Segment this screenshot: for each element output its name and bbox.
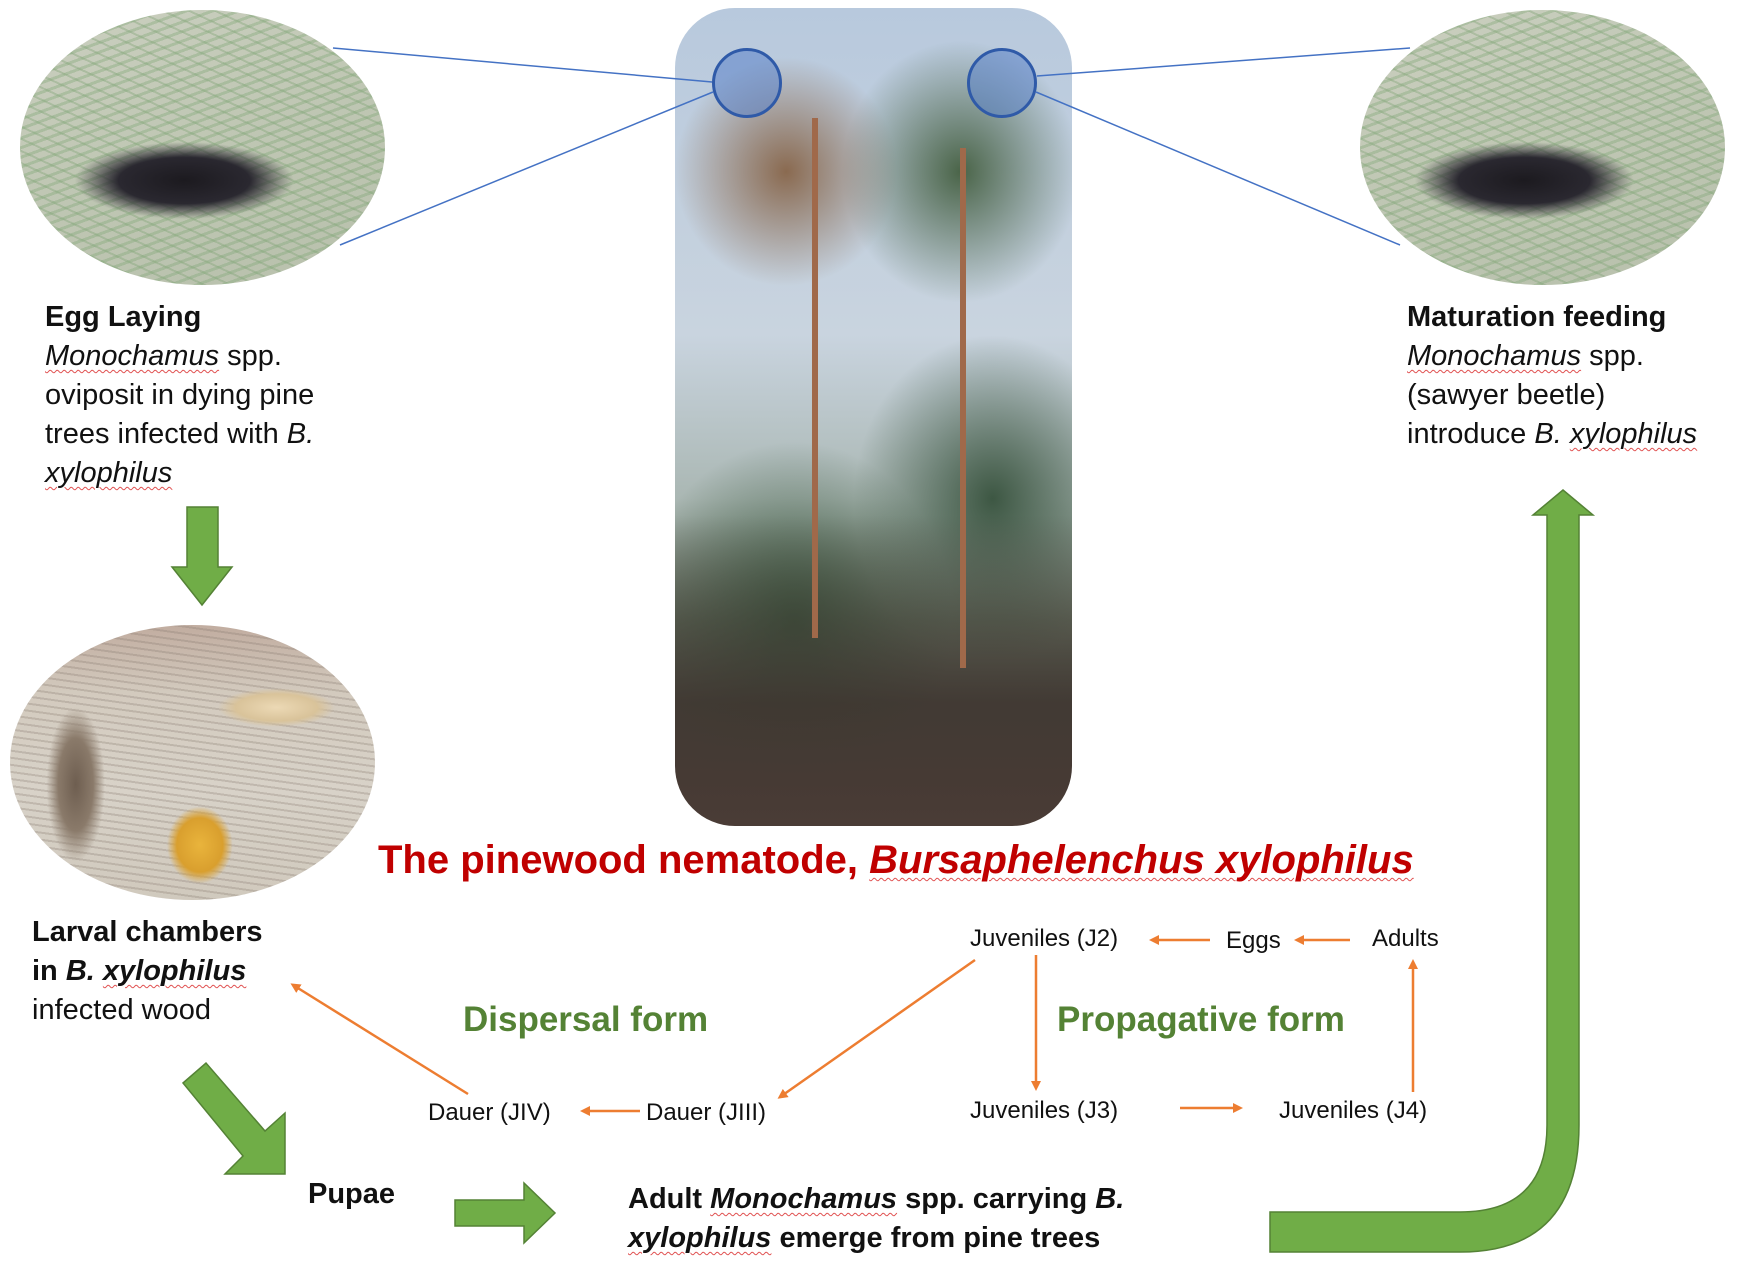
larval-chamber-photo	[10, 625, 375, 900]
text: oviposit in dying pine	[45, 379, 315, 411]
stage-j2: Juveniles (J2)	[970, 925, 1119, 952]
beetle-photo-maturation-feeding	[1360, 10, 1725, 285]
species-name: xylophilus	[45, 457, 173, 489]
stage-eggs: Eggs	[1226, 927, 1281, 954]
zoom-line-left-bottom	[339, 91, 714, 246]
arrow-jiv-to-larval	[290, 983, 469, 1096]
species-abbrev: B.	[1534, 418, 1570, 450]
zoom-circle-left	[712, 48, 782, 118]
larval-heading: Larval chambers	[32, 916, 263, 948]
stage-dauer-jiv: Dauer (JIV)	[428, 1099, 551, 1126]
genus-name: Monochamus	[710, 1183, 898, 1215]
species-abbrev: B.	[1095, 1183, 1125, 1215]
arrow-larval-to-pupae	[181, 1061, 286, 1175]
arrow-pupae-to-adult	[454, 1181, 557, 1245]
species-name: xylophilus	[102, 955, 247, 987]
zoom-circle-right	[967, 48, 1037, 118]
species-abbrev: B.	[286, 418, 315, 450]
title-species: Bursaphelenchus xylophilus	[869, 838, 1414, 882]
species-abbrev: B.	[65, 955, 103, 987]
zoom-line-left-top	[332, 47, 713, 83]
pupae-label: Pupae	[308, 1178, 396, 1210]
zoom-line-right-bottom	[1035, 91, 1401, 246]
text: spp.	[219, 340, 282, 372]
text: emerge from pine trees	[771, 1222, 1101, 1254]
diagram-title: The pinewood nematode, Bursaphelenchus x…	[378, 838, 1414, 883]
healthy-pine-trunk	[960, 148, 966, 668]
text: (sawyer beetle)	[1407, 379, 1606, 411]
stage-dauer-jiii: Dauer (JIII)	[646, 1099, 767, 1126]
arrow-j2-to-jiii	[777, 958, 976, 1099]
arrow-emerge-to-maturation	[1269, 489, 1596, 1253]
text: infected wood	[32, 994, 211, 1026]
maturation-feeding-heading: Maturation feeding	[1407, 301, 1667, 333]
genus-name: Monochamus	[45, 340, 220, 372]
genus-name: Monochamus	[1407, 340, 1582, 372]
text: trees infected with	[45, 418, 287, 450]
beetle-photo-egg-laying	[20, 10, 385, 285]
larval-chambers-description: Larval chambers in B. xylophilus infecte…	[32, 913, 263, 1030]
egg-laying-heading: Egg Laying	[45, 301, 202, 333]
stage-j4: Juveniles (J4)	[1279, 1097, 1428, 1124]
propagative-form-label: Propagative form	[1057, 1000, 1345, 1039]
species-name: xylophilus	[628, 1222, 772, 1254]
text: spp. carrying	[897, 1183, 1096, 1215]
stage-j3: Juveniles (J3)	[970, 1097, 1119, 1124]
stage-adults: Adults	[1372, 925, 1439, 952]
dying-pine-trunk	[812, 118, 818, 638]
maturation-feeding-description: Maturation feeding Monochamus spp. (sawy…	[1407, 298, 1697, 454]
text: Adult	[628, 1183, 711, 1215]
title-prefix: The pinewood nematode,	[378, 838, 870, 882]
dispersal-form-label: Dispersal form	[463, 1000, 709, 1039]
arrow-down-egg-to-larval	[170, 506, 234, 607]
pine-forest-photo	[675, 8, 1072, 826]
species-name: xylophilus	[1569, 418, 1698, 450]
text: spp.	[1581, 340, 1644, 372]
text: introduce	[1407, 418, 1535, 450]
text: in	[32, 955, 66, 987]
zoom-line-right-top	[1036, 47, 1411, 77]
egg-laying-description: Egg Laying Monochamus spp. oviposit in d…	[45, 298, 314, 493]
adult-emerge-description: Adult Monochamus spp. carrying B. xyloph…	[628, 1180, 1124, 1258]
